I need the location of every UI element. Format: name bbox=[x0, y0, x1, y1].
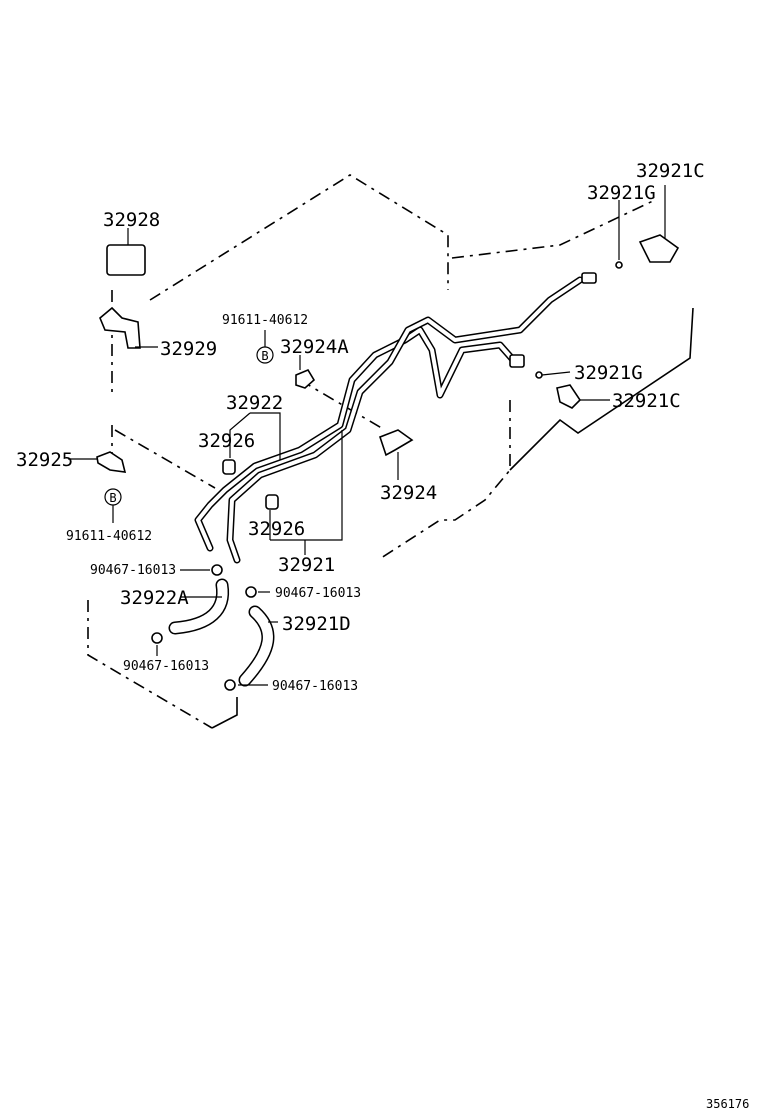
clip-90467d-shape bbox=[224, 679, 236, 691]
label-32926-lower: 32926 bbox=[248, 518, 305, 540]
label-32929: 32929 bbox=[160, 338, 217, 360]
label-32921C-mid: 32921C bbox=[612, 390, 681, 412]
clip-90467a-shape bbox=[211, 564, 223, 576]
gasket-32921G-top-shape bbox=[615, 261, 623, 269]
clamp-32924A-shape bbox=[295, 368, 316, 389]
label-32924A: 32924A bbox=[280, 336, 349, 358]
main-pipes bbox=[194, 276, 584, 564]
clip-90467c-shape bbox=[151, 632, 163, 644]
label-90467-16013-a: 90467-16013 bbox=[90, 563, 176, 578]
pipe-fitting-end-shape bbox=[581, 272, 597, 284]
bolt-marker-a-letter: B bbox=[261, 349, 268, 363]
leader-lines bbox=[68, 185, 666, 686]
gasket-32921G-mid-shape bbox=[535, 371, 543, 379]
label-91611-40612-top: 91611-40612 bbox=[222, 313, 308, 328]
hoses bbox=[168, 578, 275, 687]
part-labels: 32928 32929 91611-40612 32924A 32922 329… bbox=[16, 160, 705, 694]
label-32921G-top: 32921G bbox=[587, 182, 656, 204]
pipe-fitting-mid-shape bbox=[509, 354, 525, 368]
bracket-32929-shape bbox=[99, 306, 141, 349]
label-32926-upper: 32926 bbox=[198, 430, 255, 452]
label-32921C-top: 32921C bbox=[636, 160, 705, 182]
label-32922A: 32922A bbox=[120, 587, 189, 609]
clip-90467b-shape bbox=[245, 586, 257, 598]
clamp-32925-shape bbox=[96, 451, 127, 473]
sensor-32928-shape bbox=[106, 244, 146, 276]
label-32921G-mid: 32921G bbox=[574, 362, 643, 384]
union-32921C-mid-shape bbox=[556, 384, 582, 409]
label-91611-40612-bottom: 91611-40612 bbox=[66, 529, 152, 544]
grommet-32926a-shape bbox=[222, 459, 236, 475]
label-32922: 32922 bbox=[226, 392, 283, 414]
grommet-32926b-shape bbox=[265, 494, 279, 510]
label-32928: 32928 bbox=[103, 209, 160, 231]
label-32921: 32921 bbox=[278, 554, 335, 576]
label-32925: 32925 bbox=[16, 449, 73, 471]
reference-lines bbox=[211, 307, 694, 729]
label-90467-16013-c: 90467-16013 bbox=[123, 659, 209, 674]
bolt-marker-b-letter: B bbox=[109, 491, 116, 505]
phantom-outlines bbox=[87, 174, 656, 729]
clamp-32924-shape bbox=[379, 429, 414, 457]
part-shapes bbox=[96, 234, 680, 691]
label-90467-16013-b: 90467-16013 bbox=[275, 586, 361, 601]
label-90467-16013-d: 90467-16013 bbox=[272, 679, 358, 694]
label-32924: 32924 bbox=[380, 482, 437, 504]
image-id: 356176 bbox=[706, 1097, 749, 1111]
union-32921C-top-shape bbox=[638, 234, 680, 263]
label-32921D: 32921D bbox=[282, 613, 351, 635]
